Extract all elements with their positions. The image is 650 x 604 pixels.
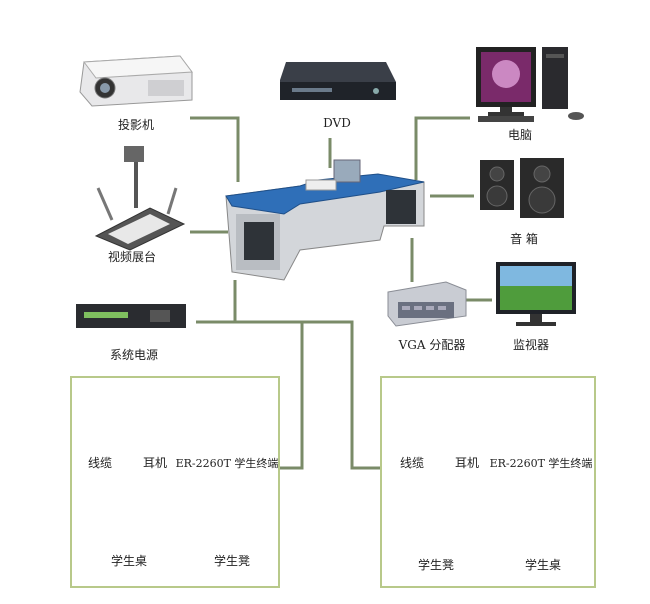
- computer-icon: [476, 47, 584, 122]
- terminal-label-left: ER-2260T 学生终端: [175, 457, 279, 470]
- stool-label-right: 学生凳: [417, 558, 455, 572]
- vga-splitter-icon: [387, 281, 467, 327]
- monitor-label: 监视器: [512, 338, 550, 352]
- line-right-group: [235, 320, 380, 470]
- line-power: [196, 280, 237, 324]
- desk-label-right: 学生桌: [524, 558, 562, 572]
- dvd-label: DVD: [323, 116, 351, 130]
- headphones-label-left: 耳机: [142, 456, 168, 470]
- student-group-panel-right: [380, 376, 596, 588]
- vga-splitter-label: VGA 分配器: [398, 338, 466, 352]
- line-projector: [190, 116, 240, 182]
- power-label: 系统电源: [109, 348, 159, 362]
- student-group-panel-left: [70, 376, 280, 588]
- desk-label-left: 学生桌: [110, 554, 148, 568]
- dvd-icon: [280, 62, 396, 100]
- projector-label: 投影机: [117, 118, 155, 132]
- monitor-icon: [496, 262, 576, 326]
- cable-label-left: 线缆: [87, 456, 113, 470]
- teacher-console-icon: [225, 159, 425, 281]
- speakers-label: 音 箱: [510, 232, 538, 246]
- line-computer: [414, 116, 470, 180]
- cable-label-right: 线缆: [399, 456, 425, 470]
- speakers-icon: [480, 158, 564, 218]
- computer-label: 电脑: [507, 128, 533, 142]
- power-unit-icon: [76, 304, 186, 328]
- terminal-label-right: ER-2260T 学生终端: [489, 457, 593, 470]
- projector-icon: [79, 55, 193, 107]
- visualizer-icon: [94, 146, 186, 251]
- headphones-label-right: 耳机: [454, 456, 480, 470]
- stool-label-left: 学生凳: [213, 554, 251, 568]
- connector-lines: [190, 116, 492, 470]
- line-left-group: [278, 322, 304, 470]
- visualizer-label: 视频展台: [107, 250, 157, 264]
